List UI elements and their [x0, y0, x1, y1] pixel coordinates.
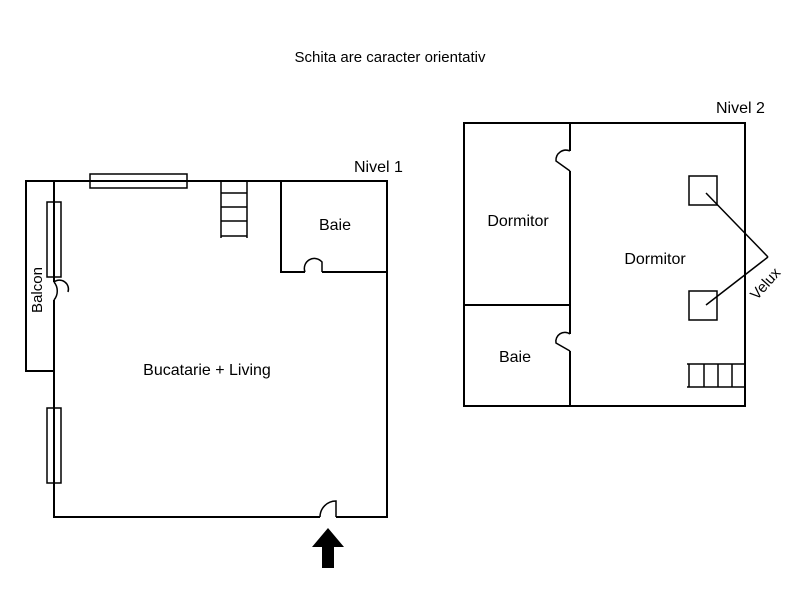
stairs-icon — [687, 363, 745, 388]
diagram-title: Schita are caracter orientativ — [295, 49, 486, 66]
skylight-callout — [705, 192, 769, 306]
door-swing-icon — [53, 281, 58, 301]
kitchen-living-label: Bucatarie + Living — [143, 362, 271, 379]
door-swing-icon — [555, 331, 571, 352]
window-icon — [46, 201, 62, 278]
door-swing-icon — [555, 149, 571, 172]
level-1-plan: Nivel 1 Balcon Baie Bucatarie + Living — [25, 159, 403, 568]
level-2-bedroom-small-label: Dormitor — [487, 213, 549, 230]
door-swing-icon — [53, 279, 70, 293]
level-1-label: Nivel 1 — [354, 159, 403, 176]
balcony-label: Balcon — [29, 267, 46, 313]
level-2-bathroom-label: Baie — [499, 349, 531, 366]
velux-label: Velux — [747, 264, 785, 303]
window-icon — [46, 407, 62, 484]
level-1-bathroom-label: Baie — [319, 217, 351, 234]
balcony-outline — [25, 180, 54, 372]
skylight-icon — [688, 175, 718, 206]
level-1-bathroom-wall — [280, 181, 387, 273]
level-2-bedroom-large-label: Dormitor — [624, 251, 686, 268]
level-2-plan: Nivel 2 Dormitor Dormitor Baie Velux — [463, 100, 785, 407]
arrow-up-icon — [312, 528, 344, 568]
level-2-outer-wall — [463, 122, 746, 407]
level-2-label: Nivel 2 — [716, 100, 765, 117]
stairs-icon — [220, 181, 248, 238]
window-icon — [89, 173, 188, 189]
skylight-icon — [688, 290, 718, 321]
door-swing-icon — [319, 500, 337, 518]
door-swing-icon — [303, 257, 323, 273]
